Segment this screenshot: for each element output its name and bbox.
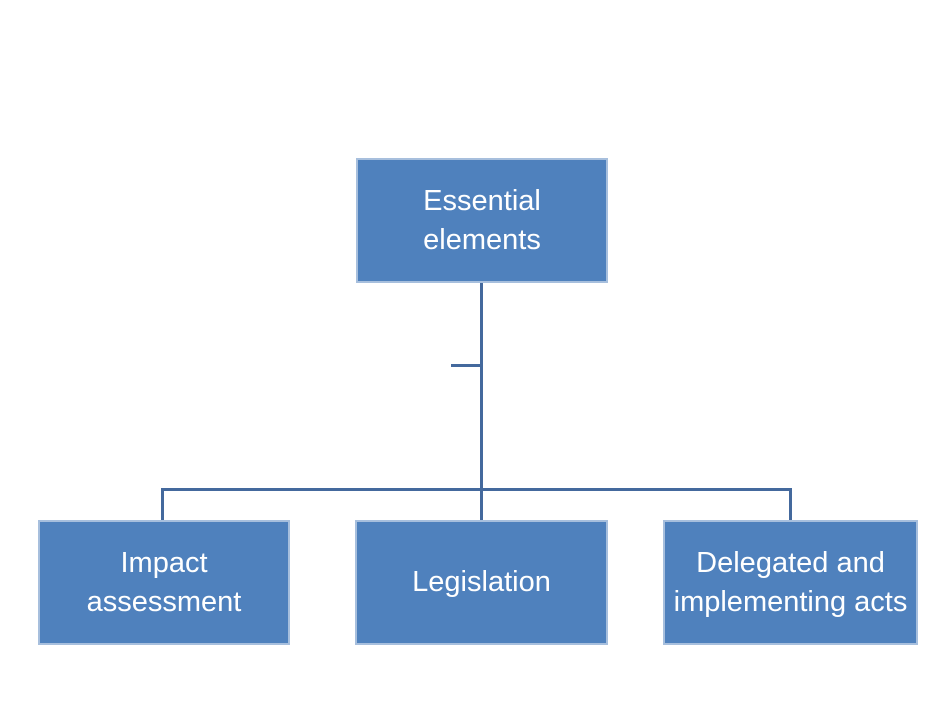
connector-drop-left <box>161 488 164 520</box>
child-node-label: Delegated and implementing acts <box>673 547 908 618</box>
connector-stem <box>480 283 483 520</box>
connector-stem-tick <box>451 364 481 367</box>
child-node-label: Legislation <box>412 566 551 599</box>
connector-drop-right <box>789 488 792 520</box>
connector-crossbar <box>161 488 792 491</box>
root-node-label: Essential elements <box>423 185 541 256</box>
child-node-delegated-implementing-acts: Delegated and implementing acts <box>663 520 918 645</box>
child-node-legislation: Legislation <box>355 520 608 645</box>
child-node-label: Impact assessment <box>86 547 242 618</box>
child-node-impact-assessment: Impact assessment <box>38 520 290 645</box>
root-node-essential-elements: Essential elements <box>356 158 608 283</box>
